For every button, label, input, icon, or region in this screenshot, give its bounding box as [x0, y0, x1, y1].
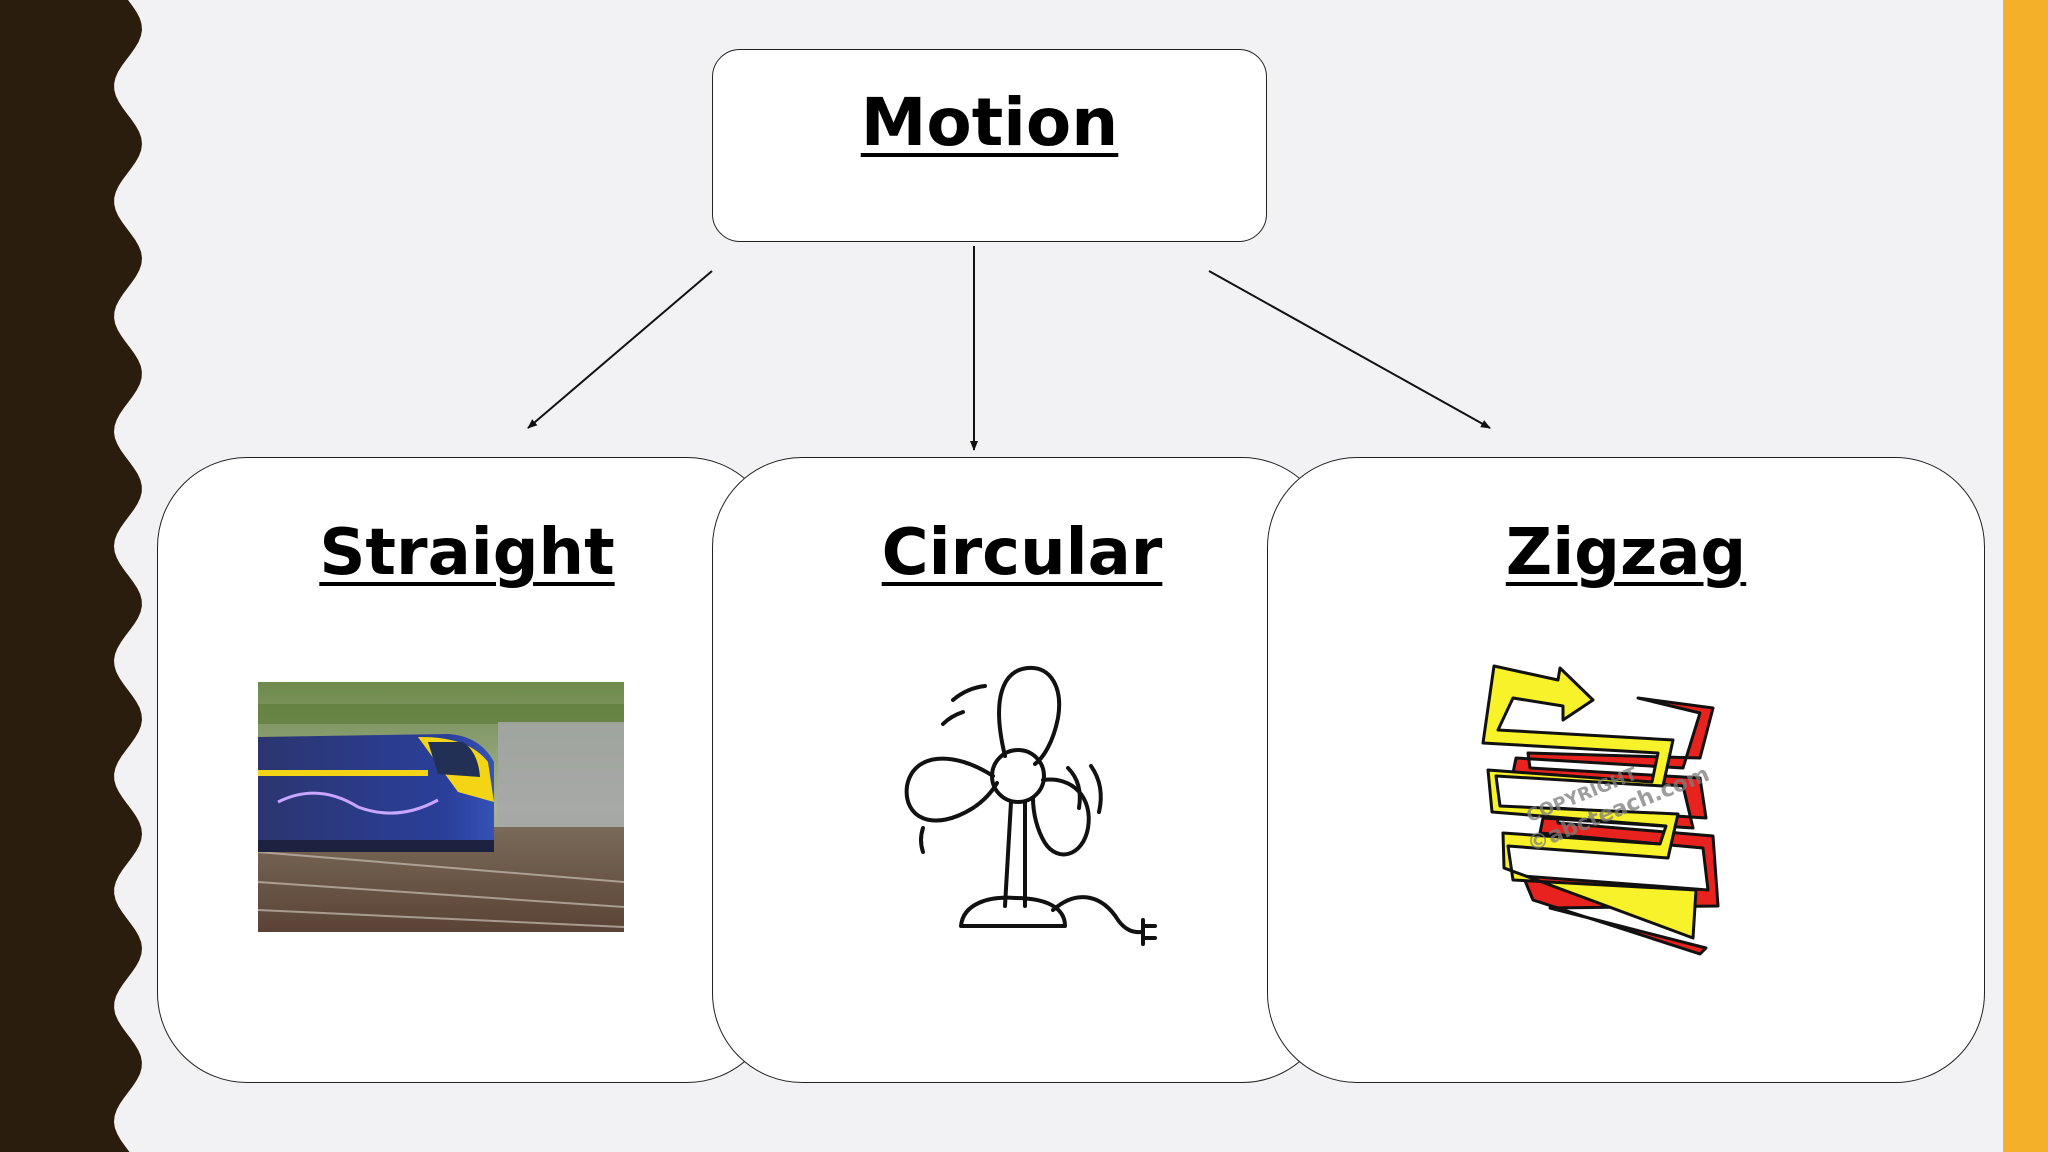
arrow-to-zigzag	[1208, 270, 1491, 429]
card-straight: Straight	[157, 457, 777, 1083]
right-accent-bar	[2003, 0, 2048, 1152]
zigzag-arrow-clipart: COPYRIGHT ©abcteach.com	[1481, 664, 1720, 956]
root-title: Motion	[860, 84, 1119, 161]
circular-title: Circular	[881, 516, 1163, 590]
straight-title: Straight	[319, 516, 615, 590]
motion-root-box: Motion	[712, 49, 1267, 242]
zigzag-title: Zigzag	[1505, 516, 1747, 590]
card-zigzag: Zigzag COPYRIGHT ©abcteach.com	[1267, 457, 1985, 1083]
card-circular: Circular	[712, 457, 1332, 1083]
arrow-to-straight	[527, 270, 713, 429]
wavy-left-border	[0, 0, 142, 1152]
train-photo	[258, 682, 624, 932]
fan-drawing	[904, 665, 1157, 946]
